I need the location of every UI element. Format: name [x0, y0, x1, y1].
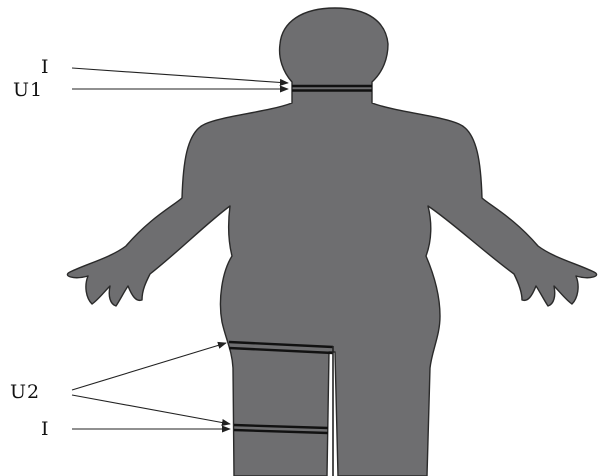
labels: I U1 U2 I	[10, 56, 50, 440]
arrow-i-top	[72, 68, 288, 83]
human-body-silhouette	[67, 8, 596, 476]
label-u1: U1	[13, 79, 43, 101]
body-shape	[67, 8, 596, 476]
label-i-bottom: I	[41, 418, 50, 440]
label-u2: U2	[10, 381, 40, 403]
arrow-u2-lower	[72, 395, 230, 424]
arrow-u2-upper	[72, 343, 226, 390]
label-i-top: I	[41, 56, 50, 78]
